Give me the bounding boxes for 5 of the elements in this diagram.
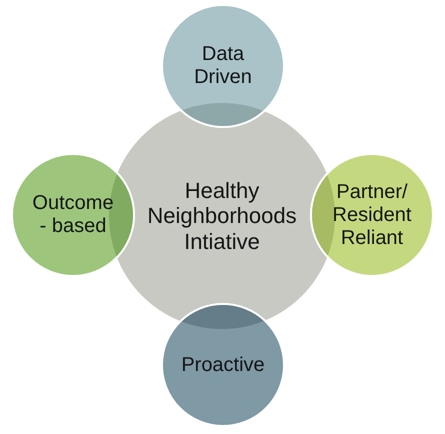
- circle-label: Proactive: [180, 354, 266, 376]
- circle-label: Data Driven: [193, 43, 253, 89]
- circle-label: Outcome - based: [31, 192, 115, 238]
- hub-label: Healthy Neighborhoods Intiative: [146, 178, 298, 254]
- circle-label: Partner/ Resident Reliant: [332, 180, 412, 250]
